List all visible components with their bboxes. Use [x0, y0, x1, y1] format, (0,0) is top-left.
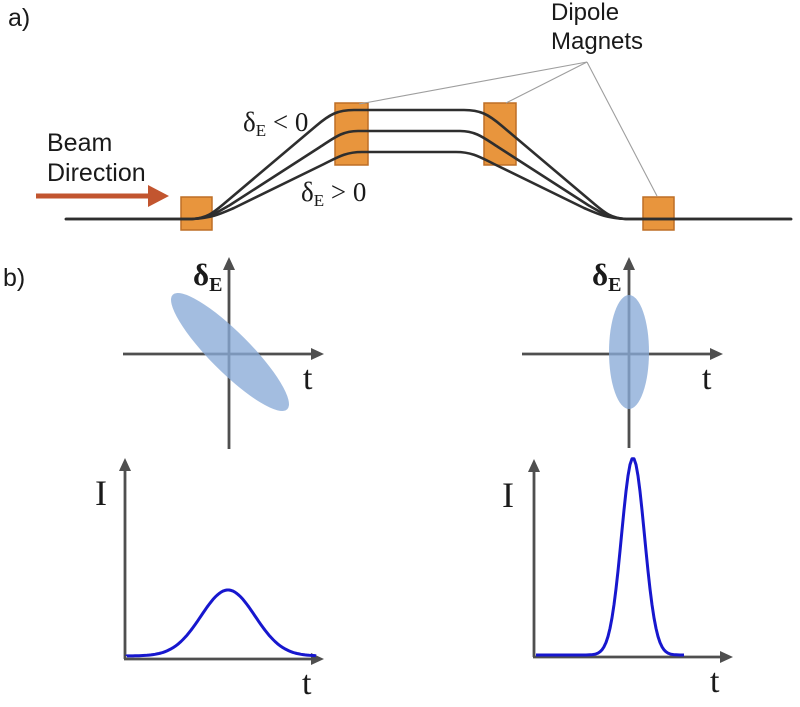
phase-right-y-symbol: δ: [592, 257, 608, 292]
phase-right-y-arrowhead-icon: [623, 257, 635, 270]
dipole-magnets-label-line1: Dipole: [551, 0, 619, 26]
delta-pos-symbol: δ: [301, 177, 314, 207]
phase-left-y-arrowhead-icon: [223, 257, 235, 270]
delta-pos-subscript: E: [314, 191, 324, 210]
delta-neg-subscript: E: [256, 121, 266, 140]
current-right-x-label: t: [710, 663, 720, 700]
phase-plot-left: δE t: [123, 257, 324, 449]
current-right-y-arrowhead-icon: [528, 459, 540, 472]
dipole-magnets-label-line2: Magnets: [551, 28, 643, 55]
beam-direction-arrow-icon: [36, 185, 169, 207]
beam-direction-label-line2: Direction: [47, 159, 146, 187]
phase-left-beam-ellipse: [171, 293, 289, 411]
phase-right-x-label: t: [702, 360, 712, 397]
current-left-curve: [125, 588, 317, 658]
current-left-y-arrowhead-icon: [119, 458, 131, 471]
dipole-pointer-line-2: [505, 61, 588, 104]
current-plot-right: I t: [502, 457, 733, 700]
beam-path-middle: [64, 129, 793, 221]
phase-left-y-symbol: δ: [193, 257, 209, 292]
delta-pos-rest: > 0: [324, 177, 366, 207]
current-right-curve: [536, 457, 684, 657]
current-right-y-label: I: [502, 475, 514, 515]
beam-path-bottom: [64, 150, 793, 221]
phase-right-x-arrowhead-icon: [710, 348, 723, 360]
panel-b-label: b): [3, 264, 25, 292]
phase-right-y-label: δE: [592, 257, 621, 296]
delta-neg-label: δE < 0: [243, 107, 308, 140]
current-left-x-label: t: [302, 665, 312, 702]
dipole-magnet-2: [334, 102, 369, 166]
panel-a-label: a): [8, 4, 30, 32]
dipole-magnet-1: [180, 196, 213, 231]
beam-path-top: [64, 108, 793, 221]
delta-neg-rest: < 0: [266, 107, 308, 137]
phase-left-y-label: δE: [193, 257, 222, 296]
phase-plot-right: δE t: [522, 257, 723, 448]
beam-direction-label-line1: Beam: [47, 129, 112, 157]
dipole-pointer-line-1: [358, 61, 588, 105]
phase-left-x-label: t: [303, 360, 313, 397]
beam-arrow-head: [148, 185, 169, 207]
delta-pos-label: δE > 0: [301, 177, 366, 210]
delta-neg-symbol: δ: [243, 107, 256, 137]
current-right-x-arrowhead-icon: [720, 651, 733, 663]
dipole-magnet-4: [642, 196, 675, 231]
current-left-y-label: I: [95, 473, 107, 513]
current-plot-left: I t: [95, 458, 324, 702]
phase-left-x-arrowhead-icon: [311, 348, 324, 360]
dipole-pointer-line-3: [586, 61, 658, 197]
phase-right-beam-ellipse: [609, 295, 649, 409]
phase-right-y-subscript: E: [608, 274, 621, 296]
phase-left-y-subscript: E: [209, 274, 222, 296]
